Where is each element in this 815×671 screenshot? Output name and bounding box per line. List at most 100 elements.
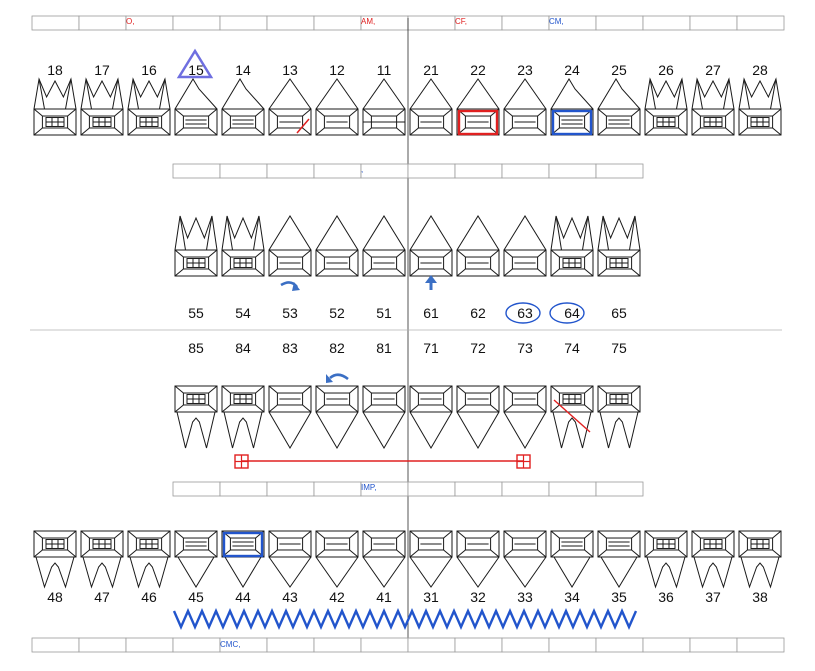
tooth-number: 37 (705, 589, 721, 605)
note-cell (172, 481, 221, 497)
tooth-number: 41 (376, 589, 392, 605)
tooth-26[interactable] (644, 77, 688, 136)
tooth-13[interactable] (268, 78, 312, 136)
tooth-83[interactable] (268, 385, 312, 449)
tooth-17[interactable] (80, 77, 124, 136)
circle-mark-63 (505, 302, 541, 324)
tooth-number: 15 (188, 62, 204, 78)
tooth-62[interactable] (456, 215, 500, 277)
note-cell (78, 637, 127, 653)
tooth-24[interactable] (550, 78, 594, 136)
tooth-47[interactable] (80, 530, 124, 589)
tooth-61[interactable] (409, 215, 453, 277)
tooth-74[interactable] (550, 385, 594, 449)
tooth-64[interactable] (550, 215, 594, 277)
note-cell (454, 163, 503, 179)
note-cell (219, 15, 268, 31)
tooth-33[interactable] (503, 530, 547, 588)
note-cell (689, 15, 738, 31)
tooth-number: 12 (329, 62, 345, 78)
tooth-22[interactable] (456, 78, 500, 136)
note-cell (501, 15, 550, 31)
tooth-35[interactable] (597, 530, 641, 588)
tooth-84[interactable] (221, 385, 265, 449)
upper-primary-note-row (172, 163, 644, 179)
tooth-51[interactable] (362, 215, 406, 277)
tooth-number: 18 (47, 62, 63, 78)
tooth-15[interactable] (174, 78, 218, 136)
tooth-16[interactable] (127, 77, 171, 136)
note-o: O, (126, 17, 134, 26)
note-cell (172, 637, 221, 653)
tooth-63[interactable] (503, 215, 547, 277)
tooth-number: 32 (470, 589, 486, 605)
note-cell (595, 481, 644, 497)
note-cell (407, 163, 456, 179)
tooth-number: 48 (47, 589, 63, 605)
note-cm: CM, (549, 17, 564, 26)
tooth-number: 54 (235, 305, 251, 321)
tooth-number: 47 (94, 589, 110, 605)
tooth-72[interactable] (456, 385, 500, 449)
tooth-number: 34 (564, 589, 580, 605)
note-cell (172, 163, 221, 179)
note-cell (125, 637, 174, 653)
tooth-42[interactable] (315, 530, 359, 588)
tooth-18[interactable] (33, 77, 77, 136)
tooth-32[interactable] (456, 530, 500, 588)
tooth-43[interactable] (268, 530, 312, 588)
tooth-27[interactable] (691, 77, 735, 136)
note-cell (736, 637, 785, 653)
tooth-25[interactable] (597, 78, 641, 136)
tooth-34[interactable] (550, 530, 594, 588)
tooth-23[interactable] (503, 78, 547, 136)
tooth-37[interactable] (691, 530, 735, 589)
tooth-48[interactable] (33, 530, 77, 589)
tooth-28[interactable] (738, 77, 782, 136)
tooth-number: 21 (423, 62, 439, 78)
note-cmc: CMC, (220, 640, 240, 649)
note-cf: CF, (455, 17, 467, 26)
tooth-85[interactable] (174, 385, 218, 449)
tooth-44[interactable] (221, 530, 265, 588)
note-cell (501, 163, 550, 179)
tooth-54[interactable] (221, 215, 265, 277)
tooth-number: 11 (377, 62, 392, 78)
tooth-55[interactable] (174, 215, 218, 277)
tooth-82[interactable] (315, 385, 359, 449)
tooth-73[interactable] (503, 385, 547, 449)
tooth-71[interactable] (409, 385, 453, 449)
tooth-14[interactable] (221, 78, 265, 136)
red-slash-mark (296, 118, 310, 134)
note-cell (31, 15, 80, 31)
tooth-38[interactable] (738, 530, 782, 589)
tooth-number: 33 (517, 589, 533, 605)
tooth-number: 45 (188, 589, 204, 605)
tooth-65[interactable] (597, 215, 641, 277)
note-cell (548, 163, 597, 179)
note-cell (360, 163, 409, 179)
note-cell (407, 637, 456, 653)
tooth-52[interactable] (315, 215, 359, 277)
tooth-number: 44 (235, 589, 251, 605)
bottom-note-row (31, 637, 785, 653)
zigzag-mark (172, 608, 638, 630)
tooth-81[interactable] (362, 385, 406, 449)
note-cell (266, 15, 315, 31)
note-cell (595, 163, 644, 179)
tooth-53[interactable] (268, 215, 312, 277)
note-cell (360, 637, 409, 653)
tooth-36[interactable] (644, 530, 688, 589)
tooth-41[interactable] (362, 530, 406, 588)
tooth-12[interactable] (315, 78, 359, 136)
note-cell (313, 481, 362, 497)
tooth-46[interactable] (127, 530, 171, 589)
note-cell (313, 15, 362, 31)
tooth-75[interactable] (597, 385, 641, 449)
tooth-number: 63 (517, 305, 533, 321)
tooth-11[interactable] (362, 78, 406, 136)
tooth-31[interactable] (409, 530, 453, 588)
tooth-21[interactable] (409, 78, 453, 136)
tooth-45[interactable] (174, 530, 218, 588)
